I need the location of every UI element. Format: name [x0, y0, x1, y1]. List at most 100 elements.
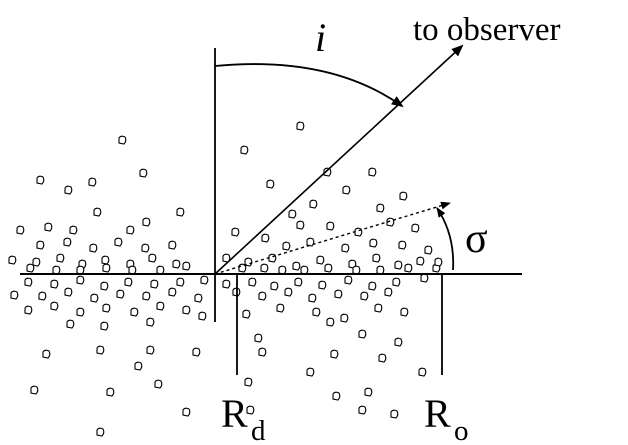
ring-particle	[30, 385, 39, 395]
ring-particle	[156, 301, 165, 311]
ring-particle	[292, 261, 301, 271]
ring-particle	[288, 209, 297, 219]
ring-particle	[352, 265, 361, 275]
ring-particle	[192, 347, 201, 357]
ring-particle	[96, 345, 105, 355]
ring-particle	[278, 265, 287, 275]
ring-particle	[369, 238, 378, 248]
ring-particle	[76, 265, 85, 275]
ring-particle	[176, 207, 185, 217]
ring-particle	[282, 241, 291, 251]
ring-particle	[394, 260, 403, 270]
ring-particle	[102, 263, 111, 273]
ring-particle	[246, 405, 255, 415]
ring-particle	[154, 379, 163, 389]
ring-particle	[124, 277, 133, 287]
ring-particle	[376, 265, 385, 275]
ring-particle	[276, 303, 285, 313]
ring-particle	[101, 255, 110, 265]
ring-particle	[128, 265, 137, 275]
ring-particle	[10, 290, 19, 300]
ring-particle	[386, 217, 395, 227]
ring-particle	[240, 145, 249, 155]
ring-particle	[330, 349, 339, 359]
ring-particle	[194, 293, 203, 303]
ring-particle	[284, 287, 293, 297]
ring-particle	[434, 257, 443, 267]
ring-particle	[316, 255, 325, 265]
ring-particle	[394, 337, 403, 347]
ring-particle	[126, 225, 135, 235]
ring-particle	[400, 307, 409, 317]
ring-particle	[324, 263, 333, 273]
rd-label-main: R	[221, 391, 248, 436]
ring-particle	[93, 207, 102, 217]
ring-particle	[358, 405, 367, 415]
ring-particle	[372, 253, 381, 263]
ring-particle	[36, 175, 45, 185]
ring-particle	[296, 121, 305, 131]
ring-particle	[416, 256, 425, 266]
ring-particle	[404, 263, 413, 273]
ring-particle	[26, 263, 35, 273]
ring-particle	[242, 309, 251, 319]
ring-particle	[344, 275, 353, 285]
observer-line	[214, 44, 464, 275]
ring-particle	[16, 225, 25, 235]
ring-particle	[168, 287, 177, 297]
ring-particle	[198, 311, 207, 321]
ring-particle	[168, 240, 177, 250]
ring-particle	[100, 321, 109, 331]
ring-particle	[32, 257, 41, 267]
ring-particle	[390, 409, 399, 419]
ring-particle	[63, 237, 72, 247]
ring-particle	[334, 289, 343, 299]
ring-particle	[342, 185, 351, 195]
sigma-label: σ	[465, 216, 488, 262]
ring-particle	[358, 329, 367, 339]
ring-particle	[52, 265, 61, 275]
ring-particle	[8, 255, 17, 265]
ring-particle	[102, 303, 111, 313]
ring-particle	[270, 281, 279, 291]
ring-particle	[424, 245, 433, 255]
ring-particle	[142, 217, 151, 227]
ring-particle	[118, 135, 127, 145]
ring-particle	[172, 259, 181, 269]
ring-particle	[364, 387, 373, 397]
ring-particle	[368, 167, 377, 177]
ring-particle	[340, 313, 349, 323]
ring-particle	[44, 222, 53, 232]
ring-particle	[146, 345, 155, 355]
ring-particle	[248, 277, 257, 287]
ring-particle	[260, 263, 269, 273]
ring-particle	[266, 179, 275, 189]
ring-particle	[300, 265, 309, 275]
ring-particle	[146, 317, 155, 327]
observer-label: to observer	[413, 12, 561, 48]
ring-particle	[38, 291, 47, 301]
ring-particle	[420, 273, 429, 283]
ring-particle	[323, 167, 332, 177]
ring-particle	[306, 367, 315, 377]
ring-particle	[254, 333, 263, 343]
ring-particle	[378, 353, 387, 363]
ro-label-subscript: o	[454, 415, 469, 445]
ring-particle	[116, 289, 125, 299]
rd-label-subscript: d	[251, 415, 266, 445]
ring-particle	[384, 287, 393, 297]
particle-field	[8, 121, 443, 437]
ring-particle	[200, 275, 209, 285]
ring-particle	[76, 307, 85, 317]
ring-particle	[142, 291, 151, 301]
ring-particle	[96, 427, 105, 437]
ring-particle	[150, 279, 159, 289]
ring-particle	[296, 220, 305, 230]
ring-particle	[24, 277, 33, 287]
ring-particle	[36, 240, 45, 250]
ring-particle	[376, 203, 385, 213]
ring-particle	[56, 253, 65, 263]
ring-particle	[411, 223, 420, 233]
